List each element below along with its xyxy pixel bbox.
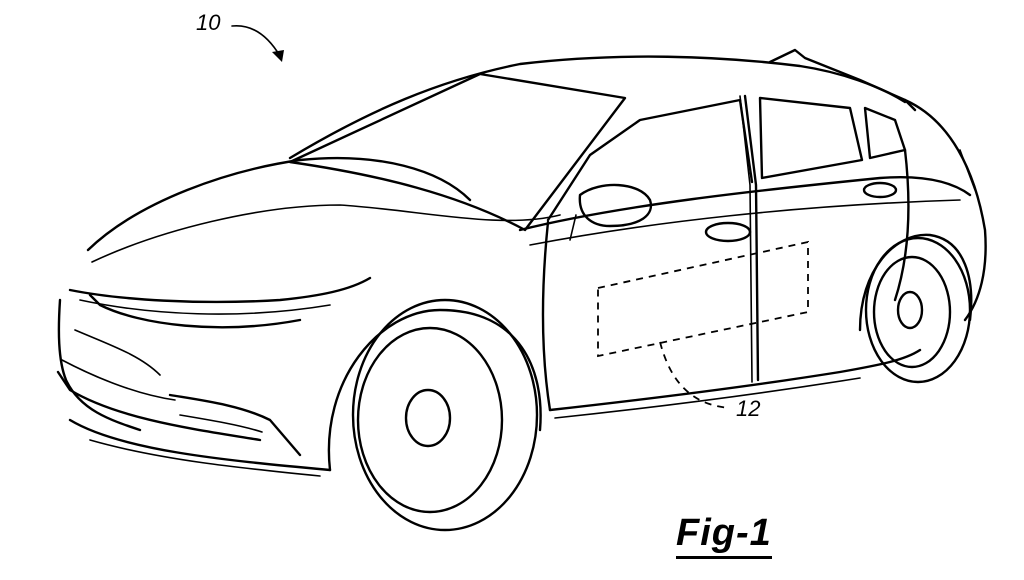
rear-wheel bbox=[858, 233, 973, 384]
car-body bbox=[56, 48, 987, 477]
reference-label-panel: 12 bbox=[736, 396, 761, 421]
panel-region-12 bbox=[597, 240, 809, 409]
figure-label: Fig-1 bbox=[676, 514, 772, 559]
reference-10-arrow bbox=[231, 25, 284, 62]
reference-label-vehicle: 10 bbox=[196, 10, 221, 35]
front-wheel bbox=[327, 298, 542, 532]
